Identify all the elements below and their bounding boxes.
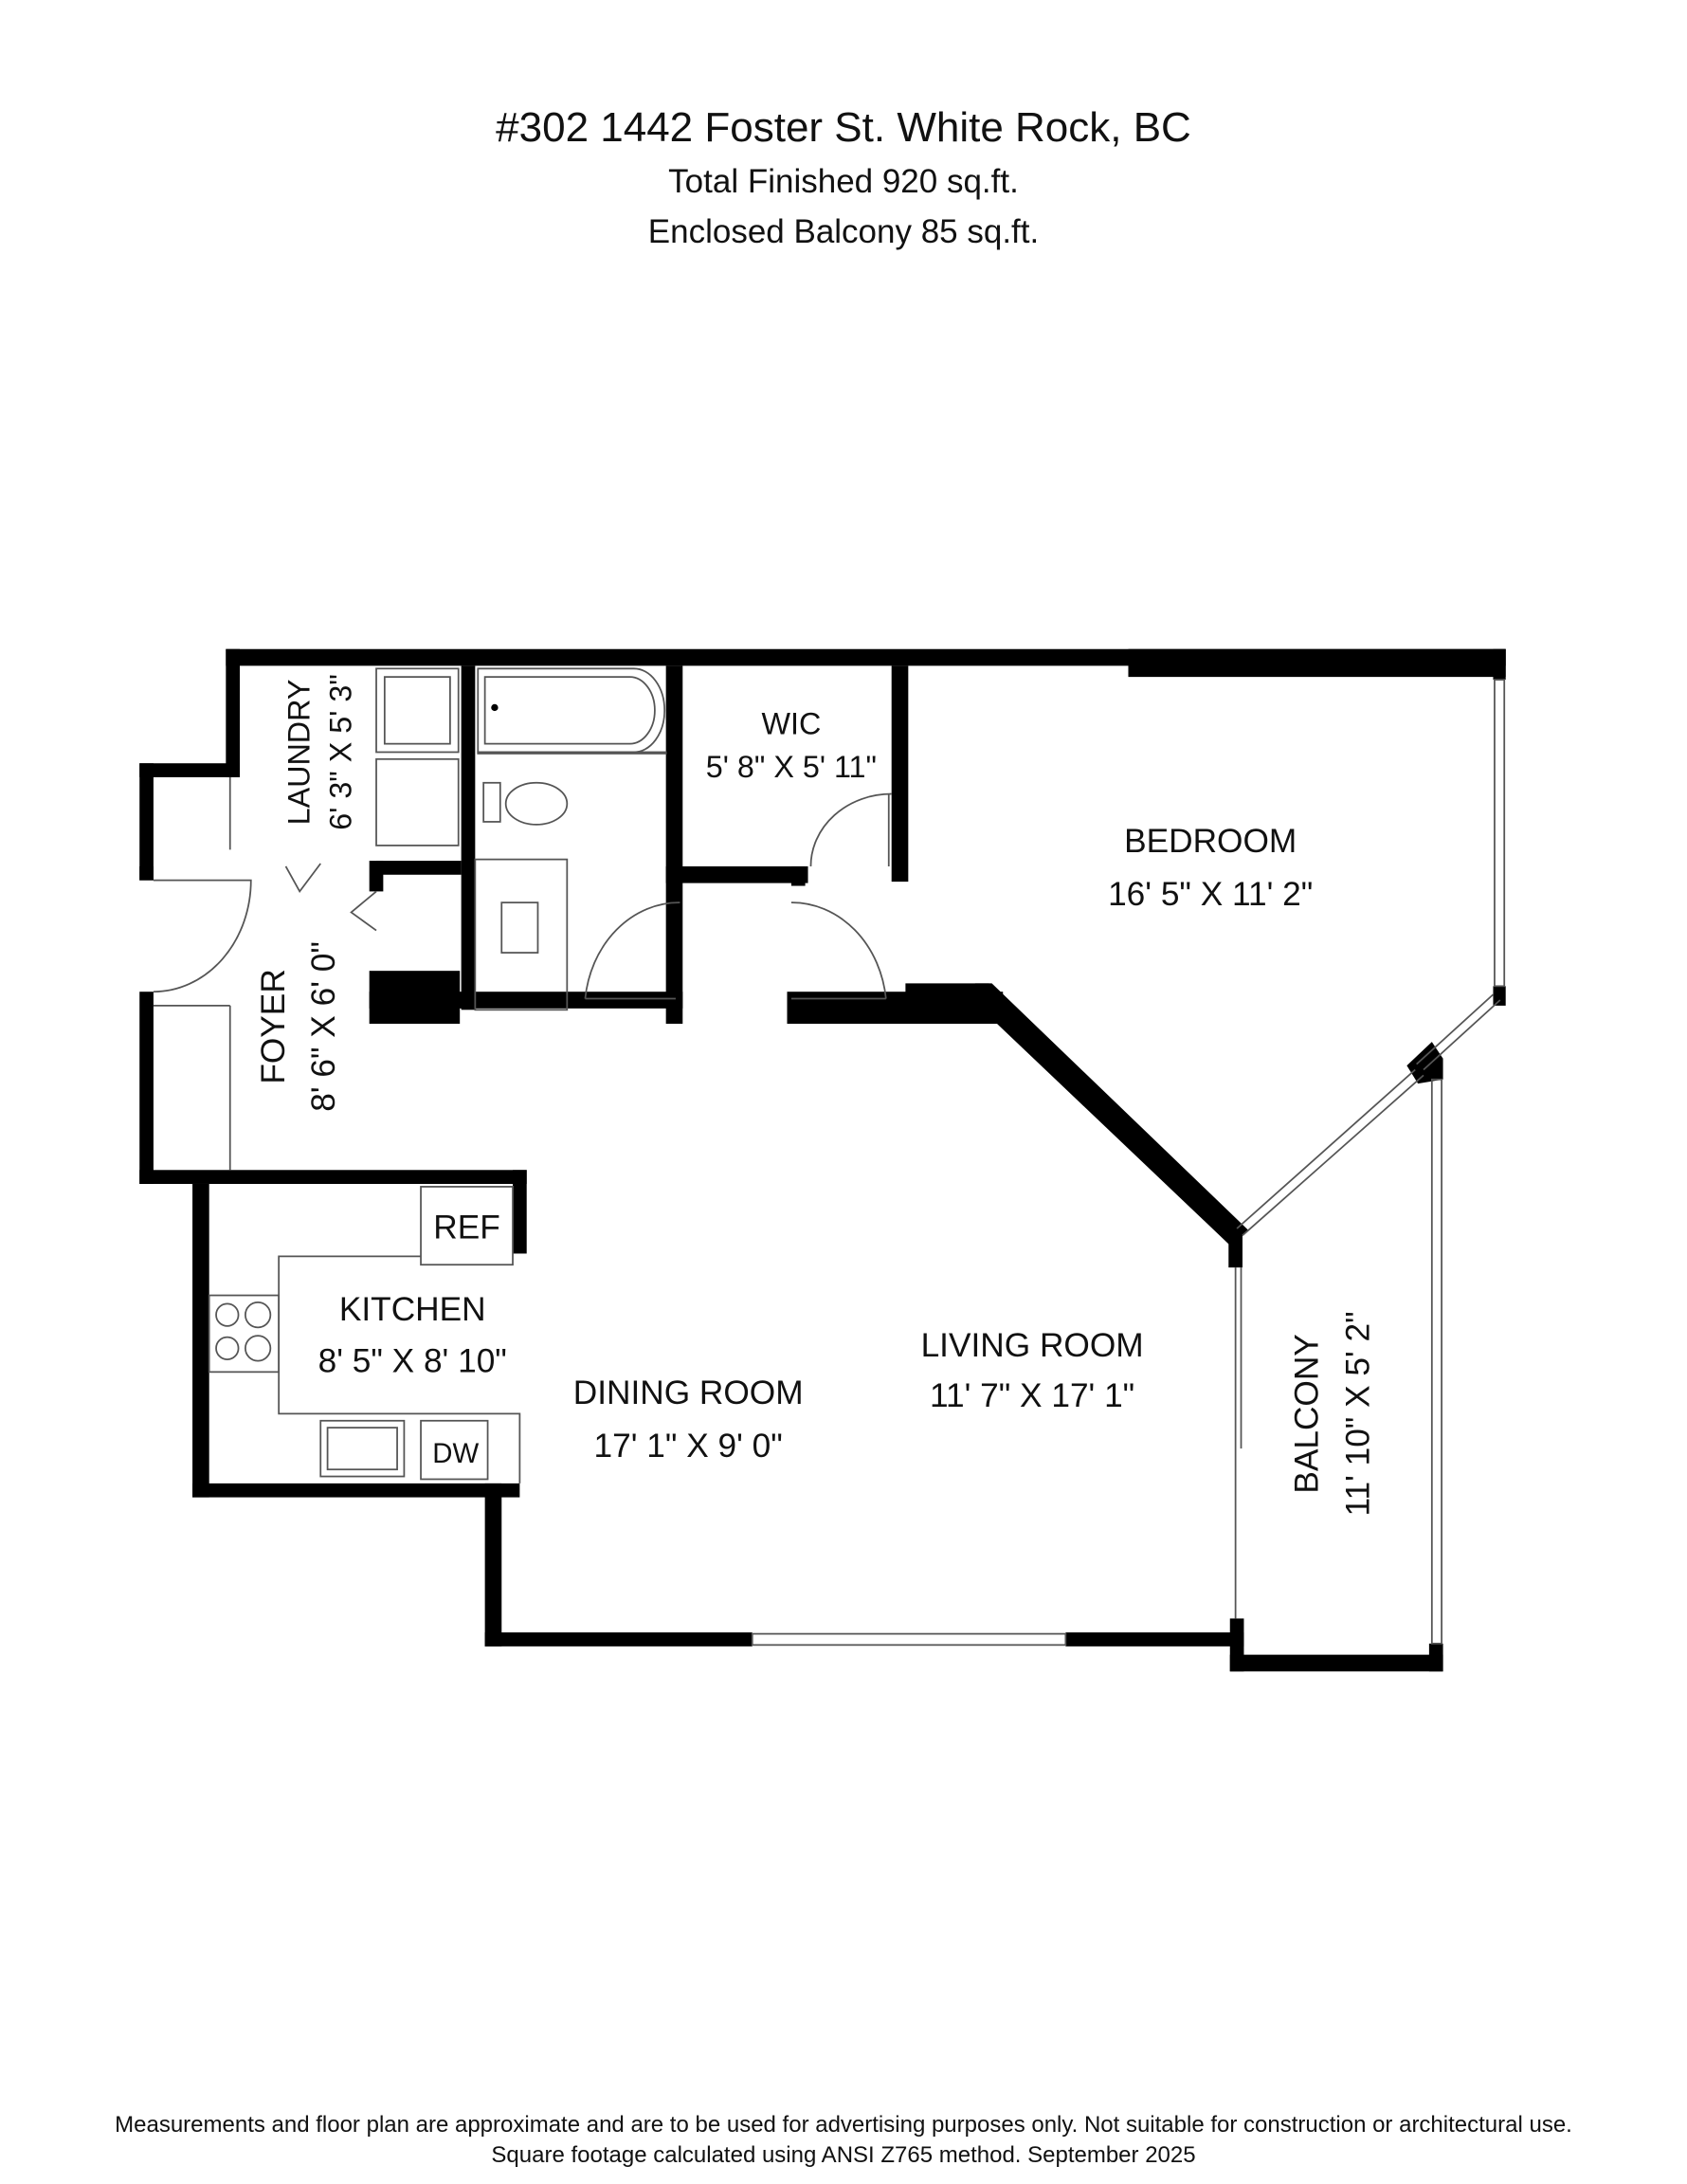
bedroom-label: BEDROOM [1124, 823, 1297, 860]
foyer-size: 8' 6" X 6' 0" [305, 941, 342, 1112]
doors [153, 792, 892, 1000]
ref-label: REF [433, 1209, 500, 1246]
walls [139, 648, 1506, 1672]
laundry-label: LAUNDRY [281, 680, 316, 826]
kitchen-size: 8' 5" X 8' 10" [318, 1342, 507, 1379]
dw-label: DW [432, 1438, 479, 1469]
stove-icon [208, 1294, 281, 1374]
bathtub-icon [477, 667, 666, 754]
wic-size: 5' 8" X 5' 11" [706, 750, 877, 784]
bedroom-size: 16' 5" X 11' 2" [1108, 876, 1313, 913]
dishwasher-icon [420, 1419, 489, 1481]
dining-room-size: 17' 1" X 9' 0" [594, 1428, 783, 1465]
sink-icon [319, 1419, 406, 1478]
fridge-icon [420, 1186, 514, 1266]
balcony-size: 11' 10" X 5' 2" [1340, 1311, 1377, 1516]
windows [153, 679, 1506, 1647]
enclosed-balcony-area: Enclosed Balcony 85 sq.ft. [647, 213, 1040, 250]
kitchen-label: KITCHEN [339, 1291, 486, 1328]
vanity-icon [474, 858, 569, 1011]
wic-label: WIC [761, 706, 821, 740]
washer-icon [375, 757, 460, 846]
dining-room-label: DINING ROOM [573, 1374, 804, 1411]
foyer-label: FOYER [255, 969, 292, 1083]
measurement-method: Square footage calculated using ANSI Z76… [491, 2142, 1196, 2168]
living-room-label: LIVING ROOM [921, 1327, 1144, 1364]
toilet-icon [482, 781, 501, 823]
laundry-size: 6' 3" X 5' 3" [324, 674, 358, 830]
living-room-size: 11' 7" X 17' 1" [930, 1377, 1134, 1414]
dryer-icon [375, 667, 460, 754]
property-address: #302 1442 Foster St. White Rock, BC [496, 104, 1191, 151]
disclaimer: Measurements and floor plan are approxim… [115, 2112, 1572, 2138]
total-finished-area: Total Finished 920 sq.ft. [668, 163, 1019, 200]
fixtures [208, 667, 667, 1483]
balcony-label: BALCONY [1288, 1334, 1325, 1493]
